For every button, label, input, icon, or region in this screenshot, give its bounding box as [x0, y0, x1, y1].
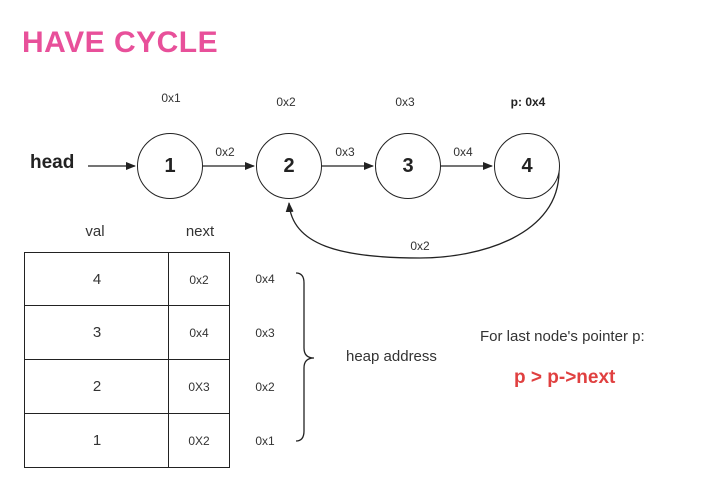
edge-label-1-2: 0x2: [215, 145, 235, 159]
edge-label-3-4: 0x4: [453, 145, 473, 159]
cycle-formula: p > p->next: [514, 367, 616, 388]
curly-brace: [295, 272, 315, 442]
node-address-3: 0x3: [395, 95, 415, 109]
table-cell-val: 3: [24, 305, 170, 360]
list-node-3: 3: [375, 133, 441, 199]
back-edge-label: 0x2: [410, 239, 430, 253]
row-address: 0x3: [255, 326, 275, 340]
table-header-next: next: [185, 223, 215, 240]
page-title: HAVE CYCLE: [22, 26, 219, 59]
table-header-val: val: [85, 223, 105, 240]
table-cell-next: 0X3: [168, 359, 230, 414]
pointer-note: For last node's pointer p:: [480, 328, 645, 345]
row-address: 0x4: [255, 272, 275, 286]
node-address-1: 0x1: [161, 91, 181, 105]
node-address-2: 0x2: [276, 95, 296, 109]
list-node-1: 1: [137, 133, 203, 199]
table-cell-next: 0x4: [168, 305, 230, 360]
heap-address-label: heap address: [346, 348, 437, 365]
head-label: head: [30, 152, 75, 173]
node-address-4: p: 0x4: [510, 95, 546, 109]
list-node-2: 2: [256, 133, 322, 199]
table-cell-val: 2: [24, 359, 170, 414]
table-cell-next: 0x2: [168, 252, 230, 307]
row-address: 0x2: [255, 380, 275, 394]
table-cell-val: 4: [24, 252, 170, 307]
list-node-4: 4: [494, 133, 560, 199]
row-address: 0x1: [255, 434, 275, 448]
table-cell-next: 0X2: [168, 413, 230, 468]
back-edge-4-2: [285, 169, 560, 259]
edge-label-2-3: 0x3: [335, 145, 355, 159]
table-cell-val: 1: [24, 413, 170, 468]
